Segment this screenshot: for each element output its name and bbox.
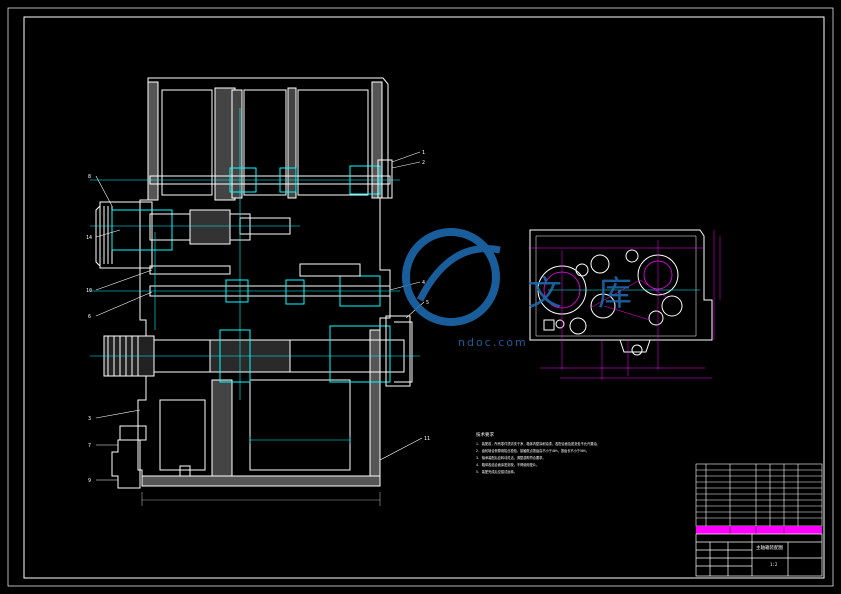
watermark-char-2: 库 bbox=[598, 274, 632, 314]
drawing-title: 主轴箱装配图 bbox=[756, 544, 783, 551]
side-view bbox=[529, 229, 713, 356]
tech-note-2: 2. 齿轮啮合侧隙用铅丝检验，接触斑点按齿高不小于40%，按齿长不小于50%。 bbox=[476, 448, 589, 453]
balloon-1: 1 bbox=[422, 150, 425, 156]
balloon-11: 11 bbox=[424, 436, 430, 442]
main-view-dimensions bbox=[90, 108, 420, 444]
title-block-text: 主轴箱装配图 1:2 bbox=[756, 544, 783, 567]
outer-frame bbox=[7, 7, 834, 587]
parts-list-header bbox=[696, 526, 822, 534]
watermark-url: ndoc.com bbox=[458, 336, 528, 349]
balloon-3: 3 bbox=[88, 416, 91, 422]
main-section-view bbox=[95, 77, 413, 506]
parts-list bbox=[695, 463, 823, 527]
tech-note-1: 1. 装配前，所有零件须清洗干净，箱体内壁涂耐油漆，各配合面及密封处不允许漏油。 bbox=[476, 441, 600, 446]
balloon-7: 7 bbox=[88, 443, 91, 449]
tech-note-5: 5. 装配完成后空载试运转。 bbox=[476, 469, 517, 474]
balloon-8: 8 bbox=[88, 174, 91, 180]
title-block bbox=[695, 533, 823, 577]
balloon-4: 4 bbox=[422, 280, 425, 286]
tech-notes-heading: 技术要求 bbox=[476, 431, 494, 438]
balloon-10: 10 bbox=[86, 288, 92, 294]
leader-lines bbox=[95, 151, 425, 481]
balloon-14: 14 bbox=[86, 235, 92, 241]
tech-note-4: 4. 箱体各结合面涂密封胶，不得使用垫片。 bbox=[476, 462, 539, 467]
balloon-labels-left: 8 14 10 6 3 7 9 bbox=[86, 174, 92, 484]
balloon-2: 2 bbox=[422, 160, 425, 166]
watermark: 文 库 ndoc.com bbox=[402, 228, 632, 349]
side-view-dimensions bbox=[530, 230, 721, 380]
watermark-logo-swoosh bbox=[416, 245, 501, 302]
watermark-logo-ring bbox=[402, 228, 500, 326]
balloon-9: 9 bbox=[88, 478, 91, 484]
watermark-char-1: 文 bbox=[528, 274, 562, 314]
tech-note-3: 3. 轴承装配后应转动灵活，调整游隙符合要求。 bbox=[476, 455, 546, 460]
balloon-5: 5 bbox=[426, 300, 429, 306]
technical-notes: 技术要求 1. 装配前，所有零件须清洗干净，箱体内壁涂耐油漆，各配合面及密封处不… bbox=[476, 431, 600, 474]
balloon-6: 6 bbox=[88, 314, 91, 320]
drawing-scale: 1:2 bbox=[770, 562, 778, 567]
inner-frame bbox=[23, 16, 825, 579]
balloon-labels-right: 1 2 4 5 11 bbox=[422, 150, 430, 442]
